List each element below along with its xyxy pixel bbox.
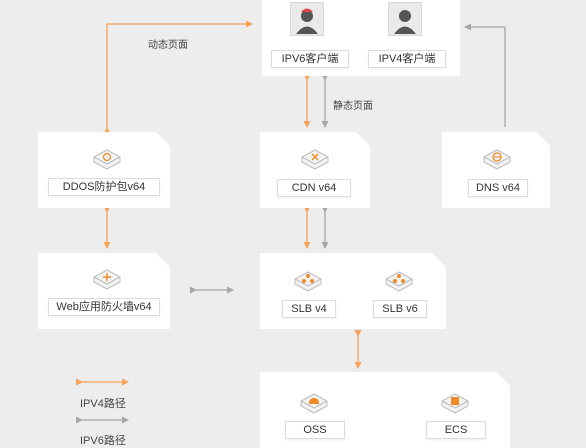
oss-icon bbox=[300, 393, 328, 414]
ipv6-client-avatar bbox=[290, 2, 324, 36]
legend-ipv6-label: IPV6路径 bbox=[80, 435, 126, 447]
legend-ipv4-label: IPV4路径 bbox=[80, 398, 126, 410]
cdn-icon bbox=[301, 149, 329, 170]
ipv6-client-label: IPV6客户端 bbox=[271, 50, 349, 68]
slb-v6-label: SLB v6 bbox=[373, 300, 427, 318]
dns-label: DNS v64 bbox=[468, 179, 528, 197]
slb-v4-label: SLB v4 bbox=[282, 300, 336, 318]
ddos-label: DDOS防护包v64 bbox=[48, 178, 160, 196]
user-icon bbox=[394, 10, 416, 34]
ipv4-client-label: IPV4客户端 bbox=[368, 50, 446, 68]
ecs-label: ECS bbox=[426, 421, 486, 439]
slb-v6-icon bbox=[385, 271, 413, 292]
waf-card bbox=[38, 253, 170, 329]
oss-label: OSS bbox=[285, 421, 345, 439]
ecs-icon bbox=[441, 393, 469, 414]
waf-label: Web应用防火墙v64 bbox=[48, 298, 160, 316]
dns-to-client-path bbox=[464, 23, 506, 127]
slb-v4-icon bbox=[294, 271, 322, 292]
waf-icon bbox=[93, 269, 121, 290]
ddos-icon bbox=[93, 149, 121, 170]
ipv4-client-avatar bbox=[388, 2, 422, 36]
user-icon bbox=[296, 8, 318, 34]
static-page-label: 静态页面 bbox=[333, 101, 373, 112]
dynamic-page-label: 动态页面 bbox=[148, 40, 188, 51]
cdn-label: CDN v64 bbox=[277, 179, 351, 197]
dns-icon bbox=[483, 149, 511, 170]
dynamic-page-path bbox=[103, 20, 253, 134]
